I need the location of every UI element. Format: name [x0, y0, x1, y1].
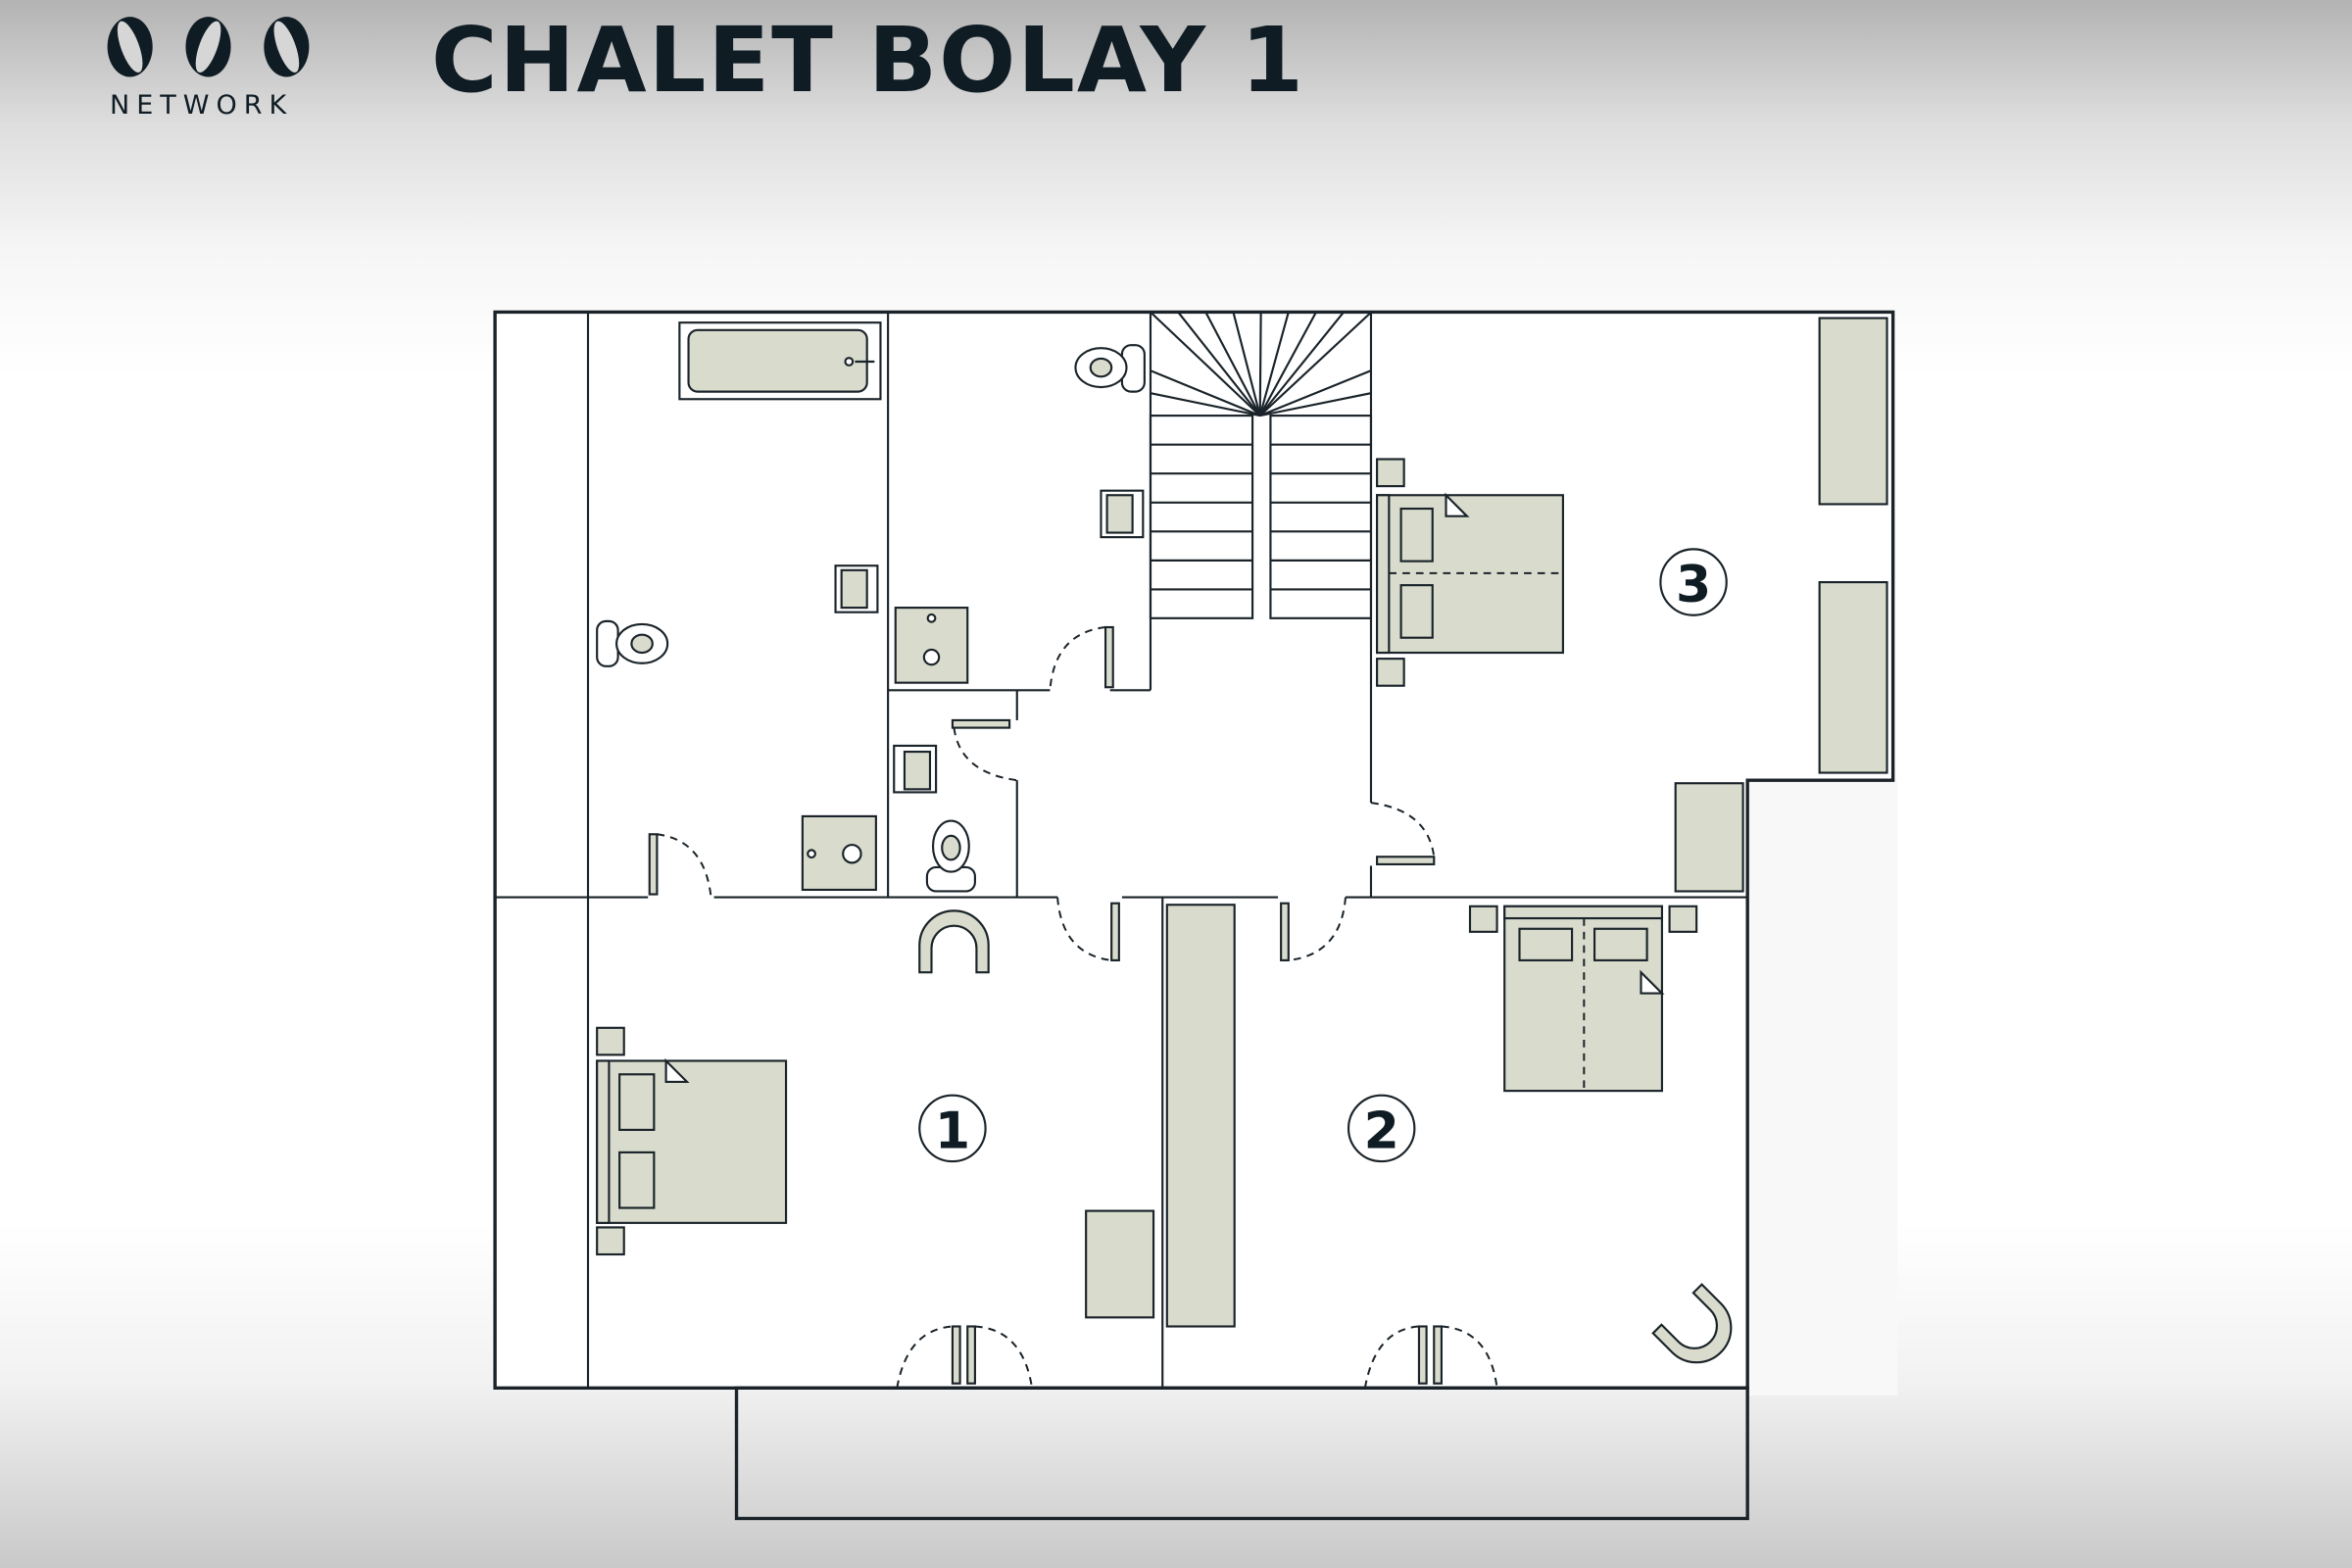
staircase	[1149, 311, 1373, 619]
armchair	[918, 909, 990, 974]
logo-text: NETWORK	[110, 90, 294, 121]
stair-winder	[1258, 312, 1262, 416]
bed-room-3	[1376, 458, 1564, 687]
stair-winder	[1259, 369, 1372, 417]
bed-room-1	[596, 1026, 788, 1256]
room-label-1: 1	[918, 1094, 987, 1163]
stair-winder	[1258, 311, 1345, 416]
outer-wall	[493, 310, 1895, 1390]
stair-winder	[1232, 312, 1261, 416]
doors	[648, 625, 1498, 1389]
bed-room-2	[1468, 905, 1698, 1093]
toilet	[925, 819, 976, 893]
showers	[801, 607, 969, 892]
bathtub	[678, 321, 882, 401]
stair-winder	[1258, 311, 1373, 416]
room-label-3: 3	[1659, 548, 1728, 616]
sinks	[834, 489, 1145, 794]
stair-winder	[1259, 392, 1372, 417]
svg-text:2: 2	[1364, 1102, 1399, 1160]
svg-text:3: 3	[1676, 556, 1711, 614]
svg-text:1: 1	[935, 1102, 970, 1160]
stair-winder	[1150, 369, 1261, 417]
stair-winder	[1177, 311, 1261, 416]
armchair	[1651, 1283, 1733, 1364]
toilet	[596, 619, 669, 667]
brand-logo	[107, 17, 310, 77]
toilet	[1074, 344, 1146, 393]
wardrobes	[1085, 317, 1888, 1328]
stair-winder	[1258, 312, 1290, 416]
stair-winder	[1204, 311, 1261, 416]
stair-winder	[1150, 392, 1260, 417]
stair-winder	[1150, 311, 1261, 416]
room-label-2: 2	[1347, 1094, 1416, 1163]
page-title: CHALET BOLAY 1	[431, 8, 1305, 113]
balcony	[734, 1386, 1749, 1521]
stair-winder	[1258, 311, 1317, 416]
